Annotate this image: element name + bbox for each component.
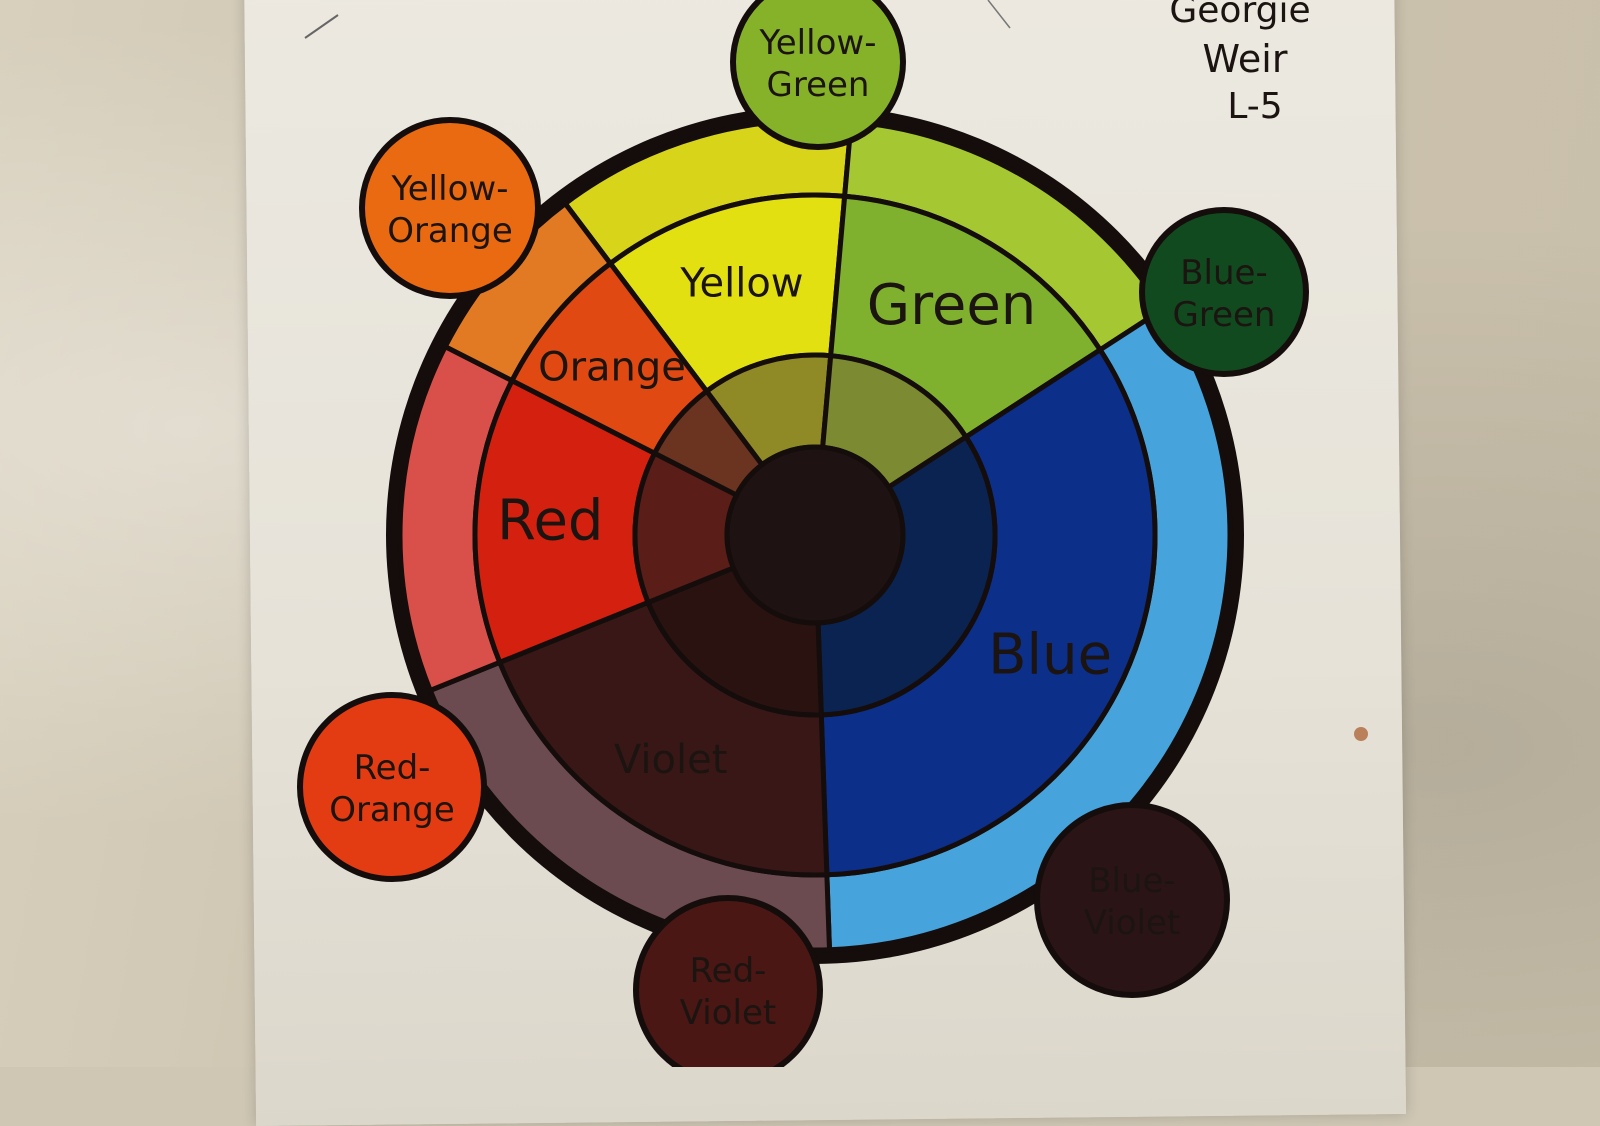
paint-speck	[1354, 727, 1368, 741]
artist-last-name: Weir	[1203, 37, 1288, 81]
blue-green-circle-disc	[1139, 207, 1309, 377]
yellow-green-circle-label-line2: Green	[767, 65, 870, 105]
artist-signature: Georgie Weir L-5	[1169, 0, 1310, 127]
red-orange-circle-disc	[297, 692, 487, 882]
blue-violet-circle-label-line1: Blue-	[1088, 861, 1176, 901]
violet-segment: Violet	[426, 564, 833, 953]
yellow-green-circle-label-line1: Yellow-	[759, 23, 877, 63]
blue-green-circle: Blue-Green	[1139, 207, 1309, 377]
tertiary-color-circles: Yellow-GreenBlue-GreenBlue-VioletRed-Vio…	[297, 0, 1309, 1067]
orange-segment-label: Orange	[538, 345, 686, 391]
yellow-segment-label: Yellow	[679, 260, 803, 306]
yellow-orange-circle-disc	[359, 117, 541, 299]
green-segment-label: Green	[867, 273, 1037, 338]
yellow-green-circle: Yellow-Green	[730, 0, 906, 150]
green-segment: Green	[819, 118, 1167, 491]
blue-violet-circle-label-line2: Violet	[1084, 903, 1180, 943]
red-segment: Red	[397, 343, 740, 694]
blue-violet-circle: Blue-Violet	[1034, 802, 1230, 998]
artist-first-name: Georgie	[1169, 0, 1310, 31]
blue-segment-label: Blue	[988, 622, 1112, 687]
blue-green-circle-label-line2: Green	[1173, 295, 1276, 335]
red-segment-label: Red	[497, 488, 603, 553]
yellow-orange-circle-label-line2: Orange	[387, 211, 513, 251]
blue-segment: Blue	[815, 305, 1233, 953]
red-violet-circle: Red-Violet	[633, 895, 823, 1067]
red-violet-circle-label-line1: Red-	[690, 951, 767, 991]
artist-class-code: L-5	[1227, 86, 1282, 127]
red-orange-circle-label-line1: Red-	[354, 748, 431, 788]
red-violet-circle-disc	[633, 895, 823, 1067]
violet-segment-label: Violet	[614, 737, 727, 783]
red-orange-circle: Red-Orange	[297, 692, 487, 882]
red-orange-circle-label-line2: Orange	[329, 790, 455, 830]
yellow-orange-circle-label-line1: Yellow-	[391, 169, 509, 209]
wheel-center	[724, 444, 906, 626]
orange-segment: Orange	[441, 200, 766, 499]
red-violet-circle-label-line2: Violet	[680, 993, 776, 1033]
yellow-orange-circle: Yellow-Orange	[359, 117, 541, 299]
pencil-mark	[304, 14, 339, 39]
pencil-mark	[987, 0, 1011, 29]
yellow-green-circle-disc	[730, 0, 906, 150]
blue-green-circle-label-line1: Blue-	[1180, 253, 1268, 293]
blue-violet-circle-disc	[1034, 802, 1230, 998]
